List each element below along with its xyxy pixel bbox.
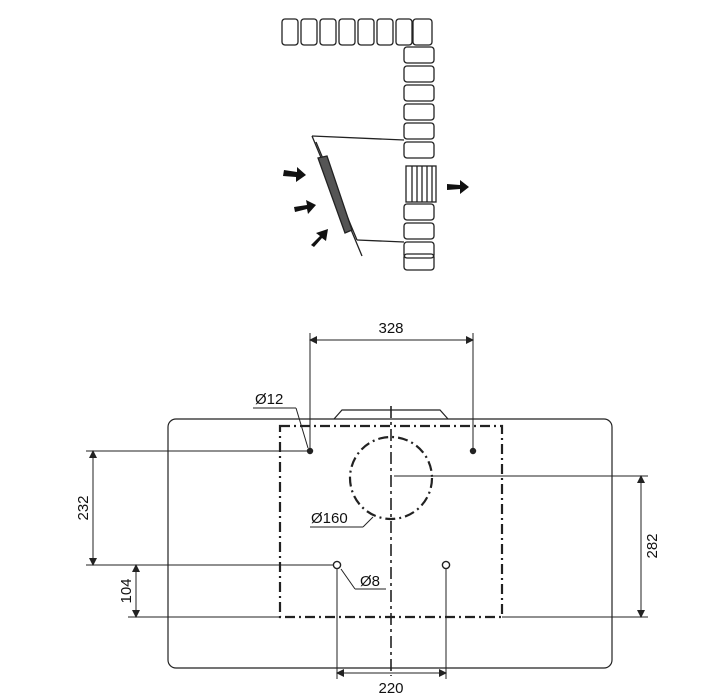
dim-left-height: 232 <box>75 495 92 520</box>
front-view <box>167 406 613 676</box>
arrow-in-icon <box>294 200 316 214</box>
dimension-lines <box>86 333 648 679</box>
dim-top-width: 328 <box>378 320 403 337</box>
brick-column <box>403 46 435 271</box>
hole-top-left <box>306 447 314 455</box>
hood-profile <box>311 135 405 257</box>
dim-right-height: 282 <box>644 533 661 558</box>
dim-hole-small-top: Ø12 <box>255 391 283 408</box>
airflow-arrows <box>283 167 469 247</box>
hole-bottom-right <box>441 560 451 570</box>
arrow-in-icon <box>311 229 328 247</box>
dimension-labels: 328 Ø12 232 Ø160 282 104 Ø8 220 <box>75 320 661 697</box>
hood-outline <box>167 418 613 669</box>
hole-bottom-left <box>332 560 342 570</box>
dim-bottom-width: 220 <box>378 680 403 697</box>
dim-bottom-left-height: 104 <box>118 578 135 603</box>
arrow-in-icon <box>283 167 306 182</box>
wall-vent <box>405 165 437 203</box>
hole-top-right <box>469 447 477 455</box>
side-view <box>281 18 437 271</box>
brick-row-top <box>281 18 433 46</box>
dim-duct: Ø160 <box>311 510 348 527</box>
duct-circle <box>348 435 434 521</box>
arrow-out-icon <box>447 180 469 194</box>
dim-hole-small-bottom: Ø8 <box>360 573 380 590</box>
